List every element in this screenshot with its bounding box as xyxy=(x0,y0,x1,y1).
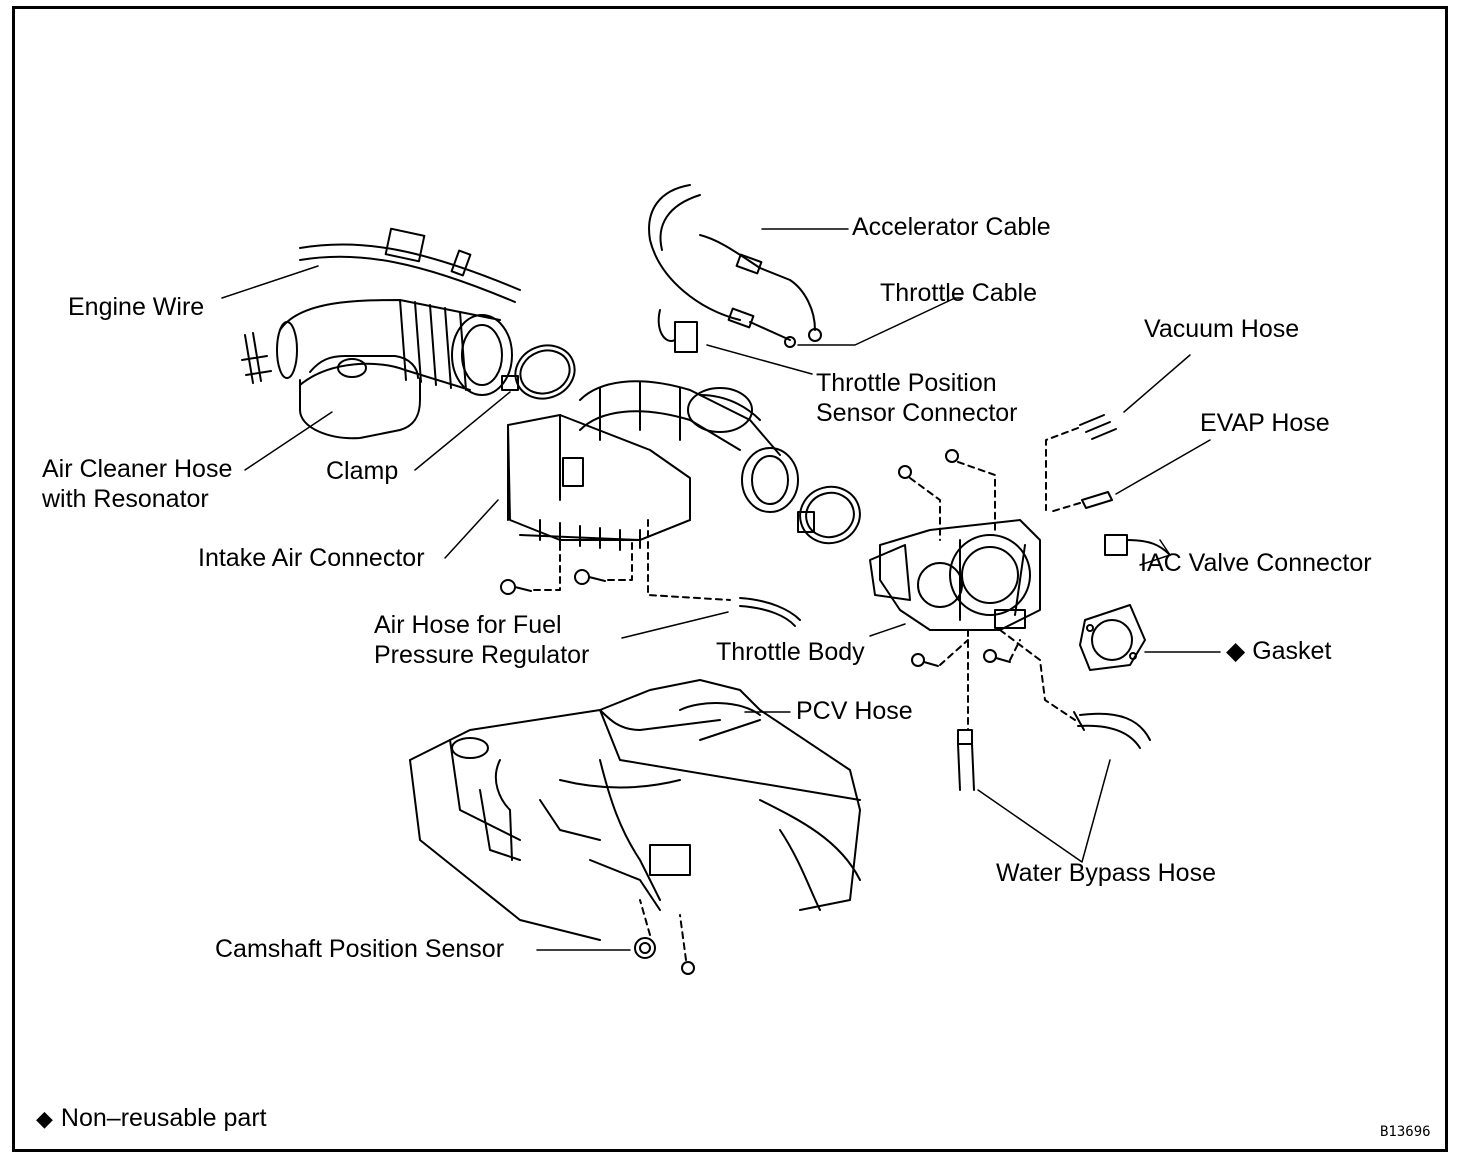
cables-part xyxy=(648,184,822,353)
engine-block-part xyxy=(409,679,861,941)
label-accelerator-cable: Accelerator Cable xyxy=(852,213,1051,241)
intake-air-connector-part xyxy=(507,380,799,551)
label-throttle-cable: Throttle Cable xyxy=(880,279,1038,307)
clamp-2-part xyxy=(797,485,861,545)
diagram-frame xyxy=(12,6,1448,1152)
label-evap-hose: EVAP Hose xyxy=(1200,409,1330,437)
diamond-icon: ◆ xyxy=(36,1105,53,1131)
vacuum-evap-hoses xyxy=(1079,414,1117,509)
legend: ◆ Non–reusable part xyxy=(36,1104,267,1133)
intake-bolts xyxy=(500,569,606,595)
label-air-hose-fuel-regulator: Air Hose for Fuel Pressure Regulator xyxy=(374,611,590,669)
non-reusable-diamond-icon: ◆ xyxy=(1226,637,1246,665)
label-pcv-hose: PCV Hose xyxy=(796,697,913,725)
gasket-part xyxy=(1079,604,1146,671)
label-tps-connector: Throttle Position Sensor Connector xyxy=(816,369,1018,427)
label-iac-valve-connector: IAC Valve Connector xyxy=(1140,549,1372,577)
clamp-part xyxy=(501,344,576,400)
water-bypass-hoses xyxy=(957,711,1151,791)
camshaft-sensor-part xyxy=(634,937,695,975)
engine-wire-harness xyxy=(299,227,521,303)
leader-lines xyxy=(221,228,1221,951)
iac-connector-part xyxy=(1104,534,1171,556)
label-clamp: Clamp xyxy=(326,457,399,485)
legend-text: Non–reusable part xyxy=(60,1104,267,1132)
label-gasket: ◆ Gasket xyxy=(1226,637,1332,665)
throttle-body-part xyxy=(869,449,1041,667)
label-vacuum-hose: Vacuum Hose xyxy=(1144,315,1300,343)
figure-code: B13696 xyxy=(1380,1124,1431,1140)
label-engine-wire: Engine Wire xyxy=(68,293,205,321)
label-camshaft-position-sensor: Camshaft Position Sensor xyxy=(215,935,505,963)
label-intake-air-connector: Intake Air Connector xyxy=(198,544,425,572)
label-air-cleaner-hose: Air Cleaner Hose with Resonator xyxy=(42,455,233,513)
label-throttle-body: Throttle Body xyxy=(716,638,865,666)
label-water-bypass-hose: Water Bypass Hose xyxy=(996,859,1216,887)
air-cleaner-hose-part xyxy=(241,299,513,440)
